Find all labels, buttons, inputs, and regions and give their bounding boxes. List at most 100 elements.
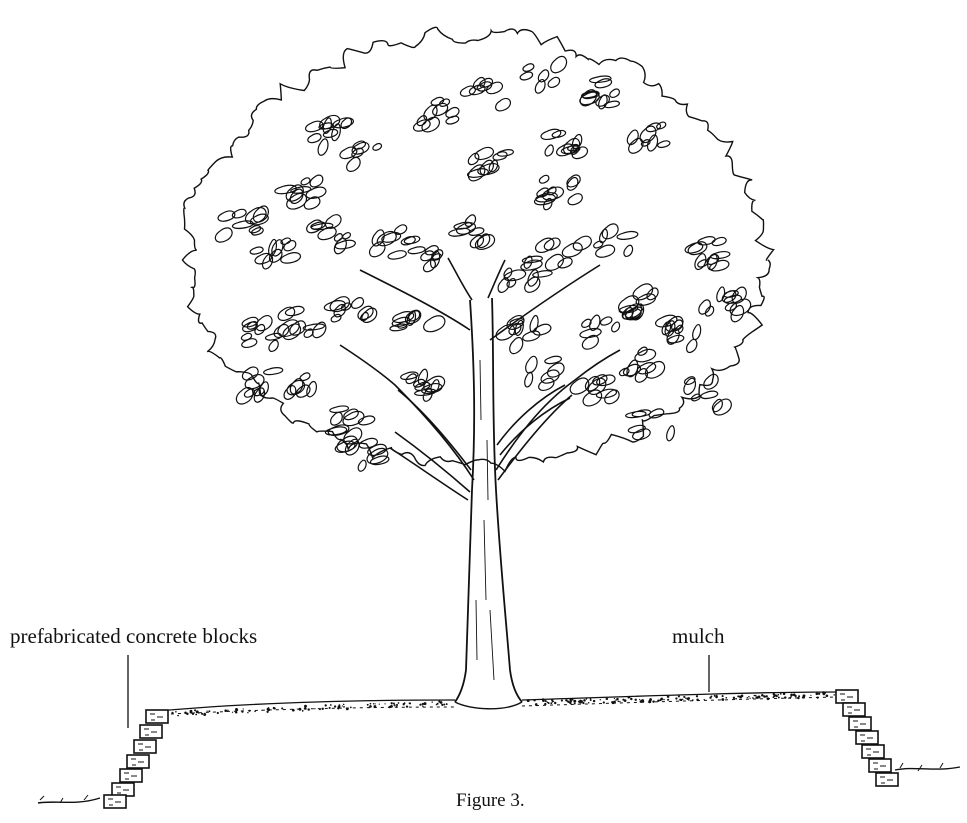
mulch-speck (572, 699, 574, 701)
mulch-speck (378, 703, 380, 705)
mulch-speck (721, 698, 725, 701)
mulch-speck (408, 702, 411, 705)
leaf-cluster (625, 408, 675, 442)
concrete-blocks-left (103, 709, 169, 809)
mulch-speck (266, 710, 269, 713)
leaf-cluster (579, 314, 621, 350)
mulch-speck (578, 701, 581, 704)
figure-caption: Figure 3. (456, 790, 525, 811)
mulch-speck (573, 702, 576, 705)
mulch-speck (695, 695, 699, 698)
mulch-speck (374, 703, 376, 705)
mulch-speck (267, 708, 271, 711)
leaf-cluster (339, 140, 383, 172)
mulch-speck (753, 694, 756, 697)
mulch-speck (421, 702, 424, 706)
mulch-speck (666, 695, 670, 698)
mulch-speck (541, 698, 545, 701)
mulch-speck (810, 694, 812, 697)
mulch-speck (735, 697, 737, 700)
mulch-speck (189, 709, 193, 713)
mulch-speck (782, 692, 786, 696)
mulch-speck (613, 697, 616, 700)
mulch-speck (443, 703, 446, 706)
mulch-speck (634, 698, 637, 701)
mulch-speck (679, 698, 682, 701)
mulch-speck (337, 705, 341, 709)
mulch-speck (242, 708, 244, 710)
mulch-speck (599, 699, 601, 701)
mulch-speck (773, 694, 776, 698)
block-texture (880, 776, 893, 784)
leaf-cluster (283, 372, 317, 400)
mulch-speck (551, 698, 554, 701)
mulch-speck (639, 698, 641, 701)
ground-line (37, 762, 961, 804)
mulch-speck (234, 710, 238, 714)
mulch-speck (565, 699, 568, 702)
leaf-cluster (400, 235, 444, 273)
mulch-speck (247, 711, 249, 714)
mulch-speck (582, 701, 585, 705)
mulch-speck (175, 711, 177, 713)
block-texture (150, 713, 163, 721)
mulch-speck (687, 697, 691, 700)
mulch-speck (366, 703, 369, 706)
leaf-cluster (524, 355, 565, 392)
mulch-speck (171, 711, 174, 714)
mulch-speck (630, 697, 633, 701)
mulch-speck (301, 710, 304, 712)
mulch-speck (227, 709, 229, 712)
mulch-speck (779, 693, 782, 695)
leaf-cluster (412, 96, 460, 133)
mulch-speck (526, 699, 530, 703)
mulch-speck (267, 707, 270, 709)
mulch-speck (186, 712, 189, 716)
leaf-cluster (389, 309, 446, 333)
mulch-speck (715, 694, 718, 697)
mulch-speck (703, 698, 705, 701)
mulch-speck (619, 700, 621, 703)
mulch-speck (553, 701, 557, 705)
mulch-speck (177, 714, 179, 717)
mulch-speck (534, 703, 538, 706)
leaf-cluster (214, 205, 269, 243)
leaf-cluster (368, 224, 408, 260)
leaf-cluster (618, 346, 666, 383)
mulch-speck (390, 702, 393, 705)
mulch-speck (324, 704, 327, 707)
leaf-cluster (684, 236, 731, 272)
mulch-speck (341, 705, 343, 707)
leaf-cluster (306, 214, 356, 255)
mulch-speck (725, 696, 728, 699)
mulch-speck (627, 696, 630, 699)
mulch-speck (445, 703, 448, 706)
leaf-cluster (249, 237, 302, 270)
mulch-speck (544, 702, 547, 706)
mulch-speck (683, 695, 686, 698)
mulch-speck (546, 701, 549, 704)
leaf-cluster (466, 146, 515, 182)
mulch-speck (544, 700, 547, 703)
mulch-speck (419, 703, 422, 706)
leaf-cluster (235, 366, 284, 405)
mulch-speck (587, 702, 590, 704)
block-texture (860, 734, 873, 742)
leaf-cluster (324, 405, 376, 445)
leaf-cluster (655, 314, 702, 354)
mulch-speck (393, 704, 396, 707)
leaf-cluster (569, 374, 620, 407)
leaf-cluster (400, 368, 446, 402)
mulch-speck (261, 709, 263, 712)
mulch-speck (580, 700, 583, 703)
concrete-blocks-right (835, 689, 899, 787)
mulch-speck (396, 704, 398, 706)
mulch-speck (815, 692, 819, 696)
label-mulch: mulch (672, 624, 725, 648)
mulch-speck (797, 696, 800, 700)
mulch-speck (203, 713, 207, 716)
leaf-cluster (495, 314, 552, 355)
tree-canopy (181, 26, 775, 473)
